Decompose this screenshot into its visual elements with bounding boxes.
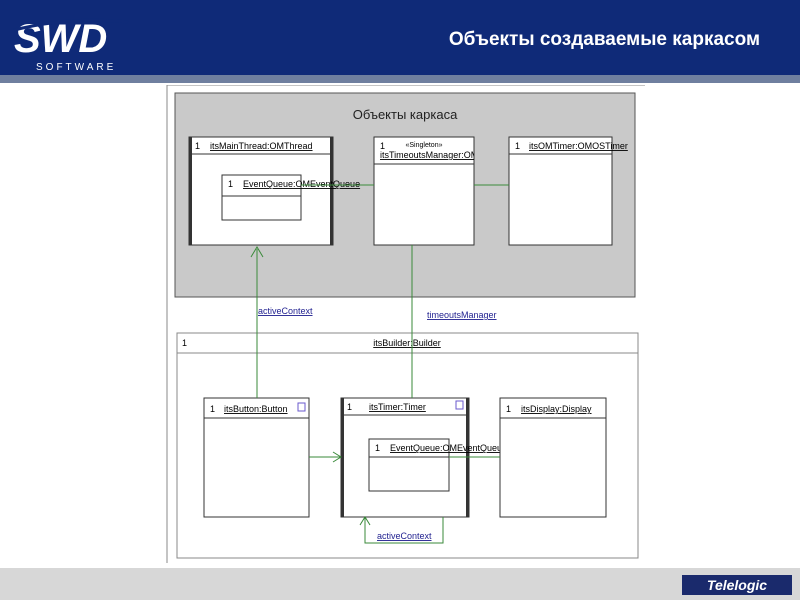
timeouts-manager-mult: 1 — [380, 141, 385, 151]
active-object-icon — [455, 400, 464, 410]
logo-text: SWD — [14, 17, 107, 61]
builder-mult: 1 — [182, 338, 187, 348]
main-thread-name: itsMainThread:OMThread — [210, 141, 313, 151]
slide-title: Объекты создаваемые каркасом — [448, 29, 760, 50]
main-event-queue-name: EventQueue:OMEventQueue — [243, 179, 360, 189]
display-name: itsDisplay:Display — [521, 404, 592, 414]
telelogic-logo: Telelogic — [682, 573, 792, 602]
timer-mult: 1 — [347, 402, 352, 412]
slide-header — [0, 0, 800, 75]
logo-subtext: SOFTWARE — [36, 62, 116, 73]
om-timer-mult: 1 — [515, 141, 520, 151]
timer-event-queue-object[interactable]: 1 EventQueue:OMEventQueue — [368, 438, 507, 492]
button-object[interactable]: 1 itsButton:Button — [203, 397, 310, 518]
timeouts-manager-label: timeoutsManager — [427, 310, 497, 320]
link-active-context-self — [364, 517, 444, 544]
display-mult: 1 — [506, 404, 511, 414]
display-object[interactable]: 1 itsDisplay:Display — [499, 397, 607, 518]
framework-package-title: Объекты каркаса — [353, 107, 458, 122]
timer-event-queue-mult: 1 — [375, 443, 380, 453]
active-context-label-1: activeContext — [258, 306, 313, 316]
main-event-queue-mult: 1 — [228, 179, 233, 189]
builder-name: itsBuilder:Builder — [373, 338, 441, 348]
button-mult: 1 — [210, 404, 215, 414]
telelogic-text: Telelogic — [707, 577, 767, 593]
active-context-label-2: activeContext — [377, 531, 432, 541]
om-timer-name: itsOMTimer:OMOSTimer — [529, 141, 628, 151]
header-divider — [0, 75, 800, 83]
main-thread-mult: 1 — [195, 141, 200, 151]
timer-event-queue-name: EventQueue:OMEventQueue — [390, 443, 507, 453]
timeouts-manager-object[interactable]: «Singleton» 1 itsTimeoutsManager:OMTimeo… — [373, 136, 550, 246]
slide-footer — [0, 568, 800, 600]
swd-logo: SWD SOFTWARE — [10, 8, 135, 78]
main-event-queue-object[interactable]: 1 EventQueue:OMEventQueue — [221, 174, 360, 221]
timeouts-manager-stereotype: «Singleton» — [406, 142, 443, 149]
timer-name: itsTimer:Timer — [369, 402, 426, 412]
object-diagram: Объекты каркаса 1 itsMainThread:OMThread… — [165, 84, 647, 565]
om-timer-object[interactable]: 1 itsOMTimer:OMOSTimer — [508, 136, 628, 246]
button-name: itsButton:Button — [224, 404, 288, 414]
timeouts-manager-name: itsTimeoutsManager:OMTimeoutsManager — [380, 150, 550, 160]
active-object-icon — [297, 402, 306, 412]
